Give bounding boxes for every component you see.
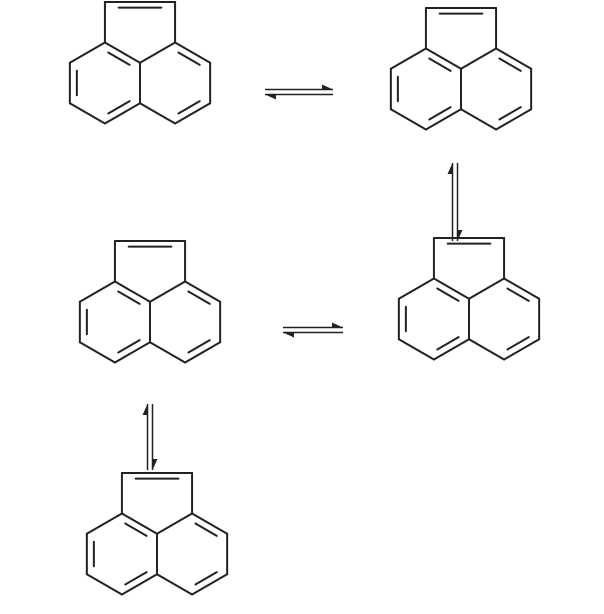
double-bond-line: [187, 339, 211, 354]
bond: [389, 108, 427, 131]
bond: [103, 41, 141, 64]
bond: [156, 573, 194, 596]
bond: [460, 47, 498, 70]
double-bond-line: [124, 522, 148, 537]
double-bond-line: [187, 290, 211, 305]
phenanthrene-structure-1: [68, 1, 212, 125]
bond: [191, 512, 229, 535]
bond: [120, 512, 158, 535]
bond: [113, 280, 151, 303]
bond: [78, 341, 116, 364]
phenanthrene-structure-5: [85, 472, 229, 596]
bond: [424, 108, 462, 131]
bond: [468, 338, 506, 361]
bond: [156, 512, 194, 535]
bond: [184, 280, 222, 303]
bond: [424, 47, 462, 70]
equilibrium-arrow-2: [447, 163, 463, 241]
bond: [191, 573, 229, 596]
reverse-arrowhead: [265, 94, 276, 100]
bond: [149, 280, 187, 303]
bond: [503, 338, 541, 361]
forward-arrowhead: [322, 84, 333, 90]
bond: [432, 277, 470, 300]
phenanthrene-structure-4: [78, 240, 222, 364]
double-bond-line: [428, 106, 452, 121]
double-bond-line: [506, 336, 530, 351]
phenanthrene-structure-3: [397, 237, 541, 361]
forward-arrowhead: [457, 230, 463, 241]
bond: [139, 41, 177, 64]
forward-arrowhead: [152, 459, 158, 470]
bond: [85, 512, 123, 535]
double-bond-line: [107, 51, 131, 66]
bond: [397, 277, 435, 300]
reverse-arrowhead: [142, 404, 148, 415]
bond: [149, 341, 187, 364]
equilibrium-arrow-1: [265, 84, 333, 100]
double-bond-line: [436, 336, 460, 351]
bond: [103, 102, 141, 125]
bond: [495, 108, 533, 131]
double-bond-line: [428, 57, 452, 72]
forward-arrowhead: [332, 322, 343, 328]
bond: [78, 280, 116, 303]
bond: [68, 102, 106, 125]
phenanthrene-structure-2: [389, 7, 533, 131]
bond: [460, 108, 498, 131]
double-bond-line: [194, 522, 218, 537]
double-bond-line: [194, 571, 218, 586]
bond: [174, 41, 212, 64]
equilibrium-arrow-4: [142, 404, 158, 470]
double-bond-line: [117, 290, 141, 305]
bond: [432, 338, 470, 361]
bond: [113, 341, 151, 364]
double-bond-line: [506, 287, 530, 302]
bond: [495, 47, 533, 70]
equilibrium-arrow-3: [283, 322, 343, 338]
bond: [139, 102, 177, 125]
double-bond-line: [107, 100, 131, 115]
bond: [184, 341, 222, 364]
double-bond-line: [498, 106, 522, 121]
double-bond-line: [124, 571, 148, 586]
double-bond-line: [436, 287, 460, 302]
double-bond-line: [117, 339, 141, 354]
reverse-arrowhead: [447, 163, 453, 174]
double-bond-line: [177, 100, 201, 115]
bond: [174, 102, 212, 125]
bond: [503, 277, 541, 300]
reverse-arrowhead: [283, 332, 294, 338]
bond: [68, 41, 106, 64]
double-bond-line: [498, 57, 522, 72]
bond: [397, 338, 435, 361]
bond: [468, 277, 506, 300]
bond: [85, 573, 123, 596]
double-bond-line: [177, 51, 201, 66]
bond: [389, 47, 427, 70]
bond: [120, 573, 158, 596]
